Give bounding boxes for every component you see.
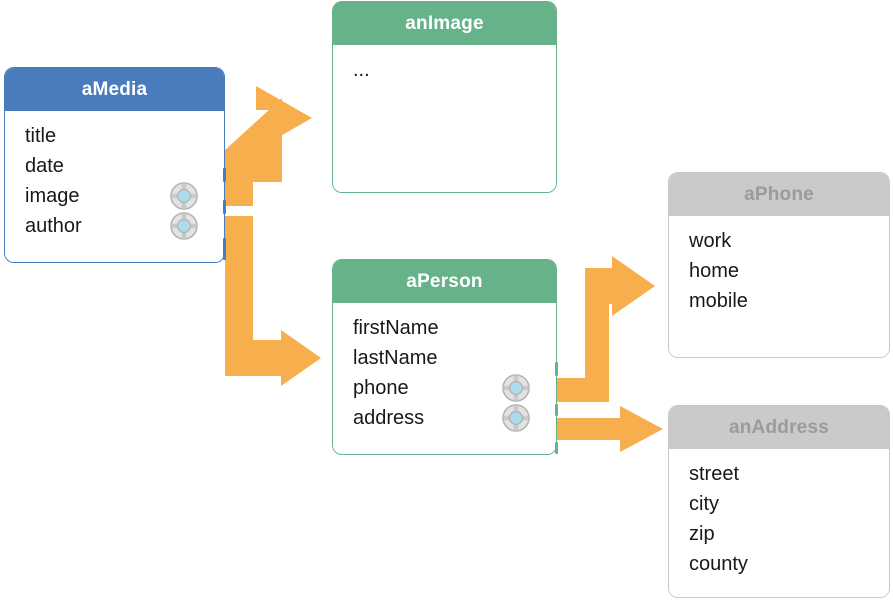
object-title-aMedia: aMedia [81,79,148,100]
object-header-anImage: anImage [333,2,556,45]
object-box-aPhone[interactable]: aPhone work home mobile [668,172,890,358]
object-box-anAddress[interactable]: anAddress street city zip county [668,405,890,598]
slot-label-mobile: mobile [689,290,748,312]
slot-label-zip: zip [689,523,715,545]
object-box-aMedia[interactable]: aMedia title date image author [4,67,225,263]
slot-label-date: date [25,155,64,177]
slot-label-ellipsis: ... [353,59,370,81]
object-title-aPerson: aPerson [406,271,483,292]
slot-label-phone: phone [353,377,409,399]
object-title-anImage: anImage [405,13,484,34]
object-header-anAddress: anAddress [669,406,889,449]
slot-lastName[interactable]: lastName [353,343,556,373]
socket-icon-phone[interactable] [501,373,531,403]
slot-address[interactable]: address [353,403,556,433]
object-header-aMedia: aMedia [5,68,224,111]
slot-home[interactable]: home [689,256,889,286]
edge-dash-aMedia-middle [223,200,226,214]
slot-label-street: street [689,463,740,485]
slot-date[interactable]: date [25,151,224,181]
socket-icon-image[interactable] [169,181,199,211]
slot-firstName[interactable]: firstName [353,313,556,343]
slot-label-author: author [25,215,82,237]
slot-label-address: address [353,407,425,429]
object-header-aPerson: aPerson [333,260,556,303]
slot-label-county: county [689,553,748,575]
edge-dash-aMedia-lower [223,238,226,260]
socket-icon-author[interactable] [169,211,199,241]
slot-street[interactable]: street [689,459,889,489]
object-box-anImage[interactable]: anImage ... [332,1,557,193]
socket-icon-address[interactable] [501,403,531,433]
object-body-aPerson: firstName lastName phone address [333,303,556,454]
edge-dash-aPerson-middle [555,404,558,416]
slot-phone[interactable]: phone [353,373,556,403]
edge-dash-aPerson-upper [555,362,558,376]
slot-label-city: city [689,493,719,515]
slot-label-image: image [25,185,80,207]
slot-county[interactable]: county [689,549,889,579]
object-body-anImage: ... [333,45,556,192]
object-body-aMedia: title date image author [5,111,224,262]
slot-title[interactable]: title [25,121,224,151]
edge-dash-aMedia-upper [223,168,226,182]
slot-zip[interactable]: zip [689,519,889,549]
object-box-aPerson[interactable]: aPerson firstName lastName phone address [332,259,557,455]
object-body-anAddress: street city zip county [669,449,889,597]
slot-city[interactable]: city [689,489,889,519]
slot-author[interactable]: author [25,211,224,241]
slot-label-title: title [25,125,57,147]
object-body-aPhone: work home mobile [669,216,889,357]
object-title-anAddress: anAddress [728,417,829,438]
object-title-aPhone: aPhone [744,184,814,205]
slot-image[interactable]: image [25,181,224,211]
slot-label-home: home [689,260,740,282]
slot-ellipsis[interactable]: ... [353,55,556,85]
slot-label-work: work [689,230,732,252]
slot-mobile[interactable]: mobile [689,286,889,316]
object-header-aPhone: aPhone [669,173,889,216]
slot-label-lastName: lastName [353,347,438,369]
slot-label-firstName: firstName [353,317,439,339]
slot-work[interactable]: work [689,226,889,256]
edge-dash-aPerson-lower [555,442,558,454]
